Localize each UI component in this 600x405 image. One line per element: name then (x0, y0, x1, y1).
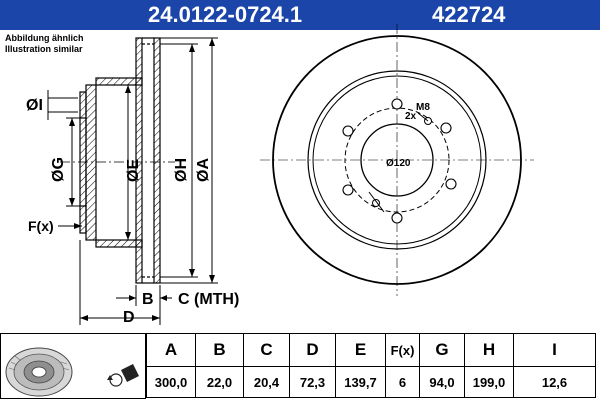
spec-value: 20,4 (243, 366, 290, 398)
bolt-hole (440, 122, 452, 134)
label-dia-a: ØA (195, 158, 212, 182)
hat-top-wall (95, 77, 143, 86)
label-dia-i: ØI (26, 97, 43, 114)
bolt-hole (391, 212, 403, 224)
spec-header: I (513, 333, 596, 367)
side-view (60, 37, 175, 284)
spec-value: 139,7 (335, 366, 386, 398)
technical-drawing: ØI ØG ØE ØH ØA F(x) B C (MTH) D M8 2x Ø1… (26, 24, 534, 326)
product-thumbnail (5, 347, 139, 397)
specs-table: A B C D E F(x) G H I 300,0 22,0 20,4 72,… (146, 333, 596, 398)
screw-hole (372, 199, 380, 207)
spec-value: 199,0 (464, 366, 514, 398)
spec-value: 94,0 (419, 366, 465, 398)
bolt-hole (445, 178, 457, 190)
thumbnail-vent-lines (8, 355, 70, 371)
spec-header: B (195, 333, 244, 367)
wheel-bolt-holes (342, 98, 457, 224)
friction-ring-outer-plate (135, 37, 143, 284)
product-thumbnail-panel (0, 333, 146, 399)
spec-header: H (464, 333, 514, 367)
spec-value: 22,0 (195, 366, 244, 398)
spec-header: F(x) (385, 333, 420, 367)
spec-value: 300,0 (146, 366, 196, 398)
specs-value-row: 300,0 22,0 20,4 72,3 139,7 6 94,0 199,0 … (146, 366, 596, 398)
spec-header: G (419, 333, 465, 367)
part-number: 24.0122-0724.1 (148, 2, 303, 27)
illustration-note: Abbildung ähnlich Illustration similar (5, 33, 84, 55)
spec-value: 12,6 (513, 366, 596, 398)
title-bar: 24.0122-0724.1 422724 (0, 0, 600, 30)
spec-header: C (243, 333, 290, 367)
friction-ring-inner-plate (153, 37, 161, 284)
spec-header: A (146, 333, 196, 367)
note-german: Abbildung ähnlich (5, 33, 84, 43)
hat-flange (79, 91, 87, 234)
label-c: C (MTH) (178, 291, 239, 308)
front-view-leaders (368, 112, 429, 213)
hat-bottom-wall (95, 239, 143, 248)
side-view-arrowheads (69, 38, 215, 321)
label-d: D (123, 309, 135, 326)
side-view-dimensions (47, 37, 218, 325)
spec-header: D (289, 333, 336, 367)
bolt-size: M8 (416, 102, 430, 113)
article-code: 422724 (432, 2, 506, 27)
specs-header-row: A B C D E F(x) G H I (146, 333, 596, 367)
front-view (260, 24, 534, 296)
bolt-count: 2x (405, 111, 417, 122)
bolt-hole (391, 98, 403, 110)
spec-value: 6 (385, 366, 420, 398)
bolt-hole (342, 125, 354, 137)
label-dia-h: ØH (173, 158, 190, 182)
label-dia-g: ØG (50, 157, 67, 182)
bolt-hole (342, 184, 354, 196)
thumbnail-screw-icon (107, 364, 139, 387)
pitch-circle-diameter: Ø120 (386, 158, 411, 169)
label-f: F(x) (28, 218, 54, 234)
label-dia-e: ØE (125, 159, 142, 182)
note-english: Illustration similar (5, 44, 83, 54)
hat-face (85, 84, 97, 241)
label-b: B (142, 291, 154, 308)
spec-header: E (335, 333, 386, 367)
spec-value: 72,3 (289, 366, 336, 398)
